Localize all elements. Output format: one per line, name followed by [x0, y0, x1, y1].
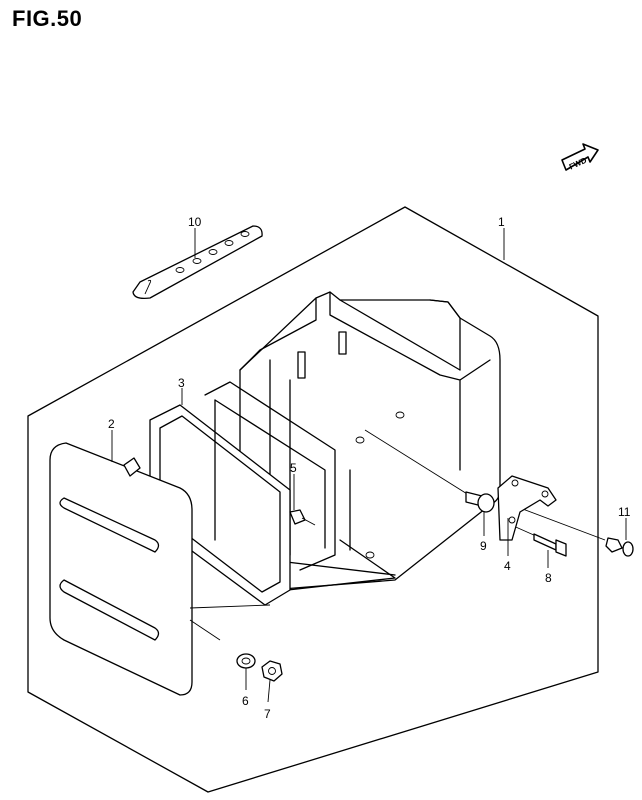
part-10-bracket [132, 225, 263, 300]
callout-11: 11 [618, 505, 631, 519]
assembly-boundary [27, 206, 599, 793]
leader-lines [189, 429, 606, 641]
figure-title: FIG.50 [12, 6, 83, 31]
part-9-grommet [465, 491, 495, 513]
callout-6: 6 [242, 694, 249, 708]
callout-8: 8 [545, 571, 552, 585]
fwd-marker: FWD [561, 143, 599, 172]
callout-3: 3 [178, 376, 185, 390]
callout-leaders [111, 228, 627, 703]
callout-5: 5 [290, 461, 297, 475]
callout-1: 1 [498, 215, 505, 229]
callout-4: 4 [504, 559, 511, 573]
part-8-bolt [533, 533, 567, 557]
callout-2: 2 [108, 417, 115, 431]
callout-10: 10 [188, 215, 202, 229]
callout-7: 7 [264, 707, 271, 721]
part-5-screw [289, 509, 316, 526]
part-11-bolt [605, 537, 634, 557]
part-7-nut [261, 660, 283, 682]
part-6-washer [236, 653, 256, 669]
callout-9: 9 [480, 539, 487, 553]
part-4-plate [497, 475, 557, 541]
part-2-lens [49, 442, 193, 696]
forward-arrow-icon [561, 143, 599, 171]
